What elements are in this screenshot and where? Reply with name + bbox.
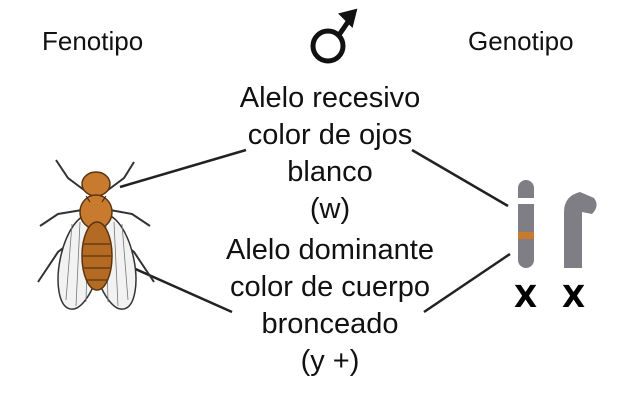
- fly-illustration: [37, 159, 155, 310]
- recessive-allele-line2: color de ojos: [247, 119, 413, 151]
- recessive-allele-line1: Alelo recesivo: [239, 82, 421, 114]
- phenotype-heading: Fenotipo: [42, 26, 144, 56]
- male-symbol-icon: [310, 8, 358, 64]
- recessive-allele-line4: (w): [309, 193, 351, 225]
- chromosome-right-label: X: [562, 280, 586, 315]
- genotype-heading: Genotipo: [468, 26, 574, 56]
- recessive-to-fly-line: [119, 148, 247, 189]
- recessive-allele-line3: blanco: [287, 156, 373, 188]
- recessive-to-chromosome-line: [411, 148, 509, 208]
- dominant-allele-line2: color de cuerpo: [230, 271, 430, 303]
- dominant-allele-line3: bronceado: [261, 308, 399, 340]
- dominant-to-chromosome-line: [423, 252, 511, 314]
- dominant-allele-label: Alelo dominante color de cuerpo broncead…: [170, 232, 490, 380]
- dominant-to-fly-line: [121, 261, 233, 314]
- recessive-allele-label: Alelo recesivo color de ojos blanco (w): [170, 80, 490, 228]
- chromosome-pair-icon: [518, 180, 597, 268]
- dominant-allele-line1: Alelo dominante: [226, 234, 434, 266]
- dominant-allele-line4: (y +): [300, 345, 360, 377]
- chromosome-left-label: X: [514, 280, 538, 315]
